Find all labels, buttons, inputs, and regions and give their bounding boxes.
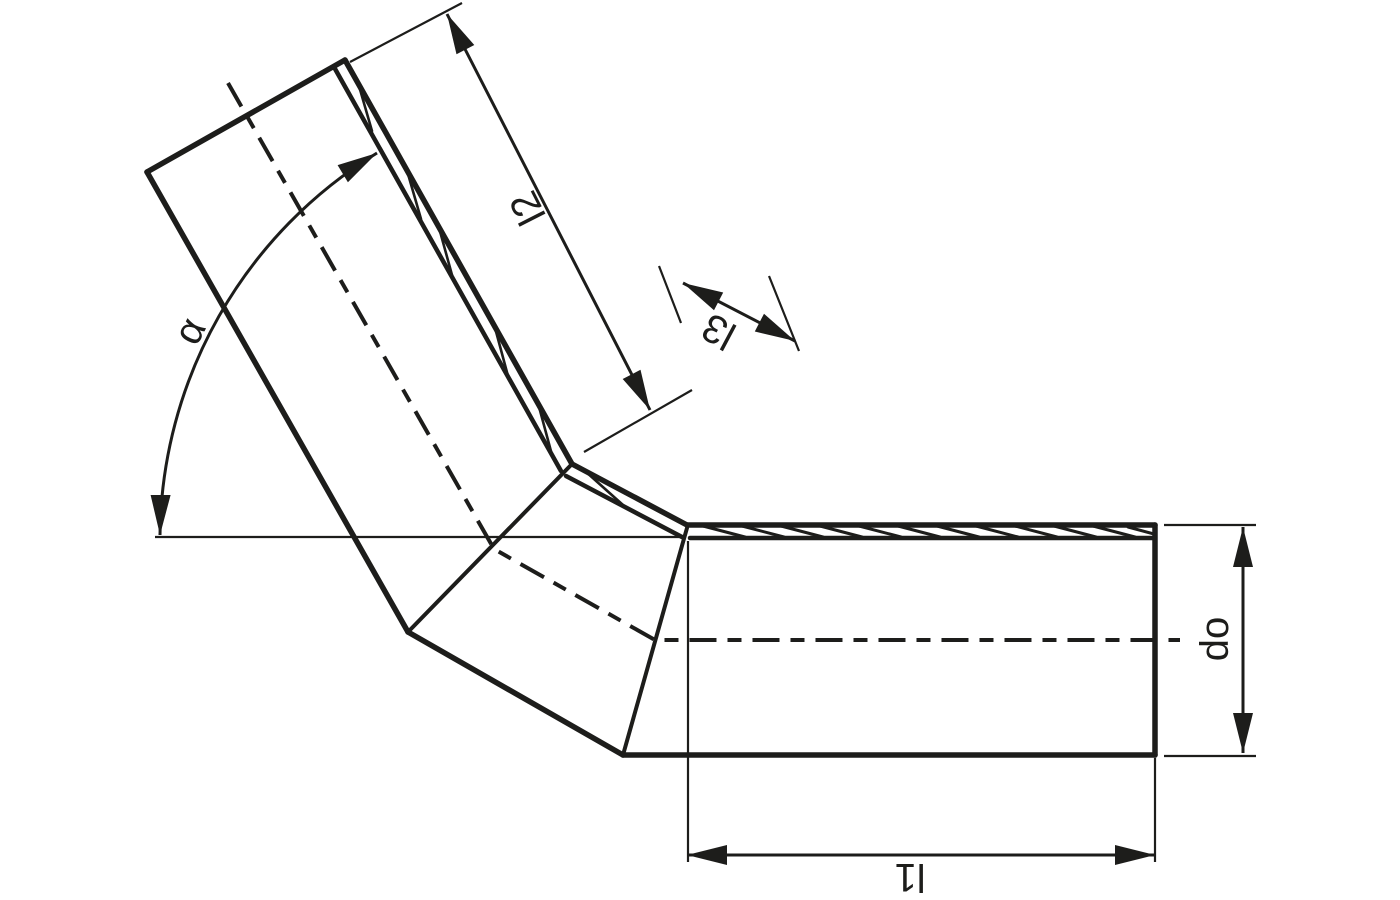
l3-right-arrow xyxy=(754,313,795,341)
angle-arc-bottom-arrow xyxy=(150,495,171,535)
do-bottom-arrow xyxy=(1233,713,1253,753)
pipe-outline xyxy=(144,57,1158,758)
angle-dimension-arc xyxy=(158,151,378,536)
dimension-arrowheads xyxy=(150,14,1253,865)
angle-label: α xyxy=(165,311,215,352)
l2-dimension-line xyxy=(445,13,652,411)
l1-label: l1 xyxy=(894,855,925,899)
extension-lines xyxy=(155,2,1256,862)
pipe-centerline xyxy=(226,82,1180,642)
miter-joint-2 xyxy=(621,526,689,757)
mid-segment-wall-inner-line xyxy=(563,473,685,540)
angled-wall-hatching xyxy=(355,77,625,507)
l3-right-extension-tick xyxy=(767,275,801,352)
do-label: do xyxy=(1193,617,1237,662)
angled-leg-outer-edge xyxy=(342,57,575,467)
l2-top-arrow xyxy=(447,14,475,55)
wall-section xyxy=(331,64,1158,541)
do-top-arrow xyxy=(1233,527,1253,567)
horizontal-wall-hatching xyxy=(701,524,1156,539)
dimension-lines xyxy=(158,13,1245,857)
angled-leg-inner-edge xyxy=(144,169,411,635)
l3-left-arrow xyxy=(683,283,724,311)
mid-segment-outer-edge xyxy=(569,461,690,528)
mid-segment-inner-edge xyxy=(405,629,626,758)
angled-leg-end-edge xyxy=(144,57,348,175)
angle-arc-top-arrow xyxy=(337,153,377,183)
l2-bottom-extension-line xyxy=(583,389,693,453)
l3-label: l3 xyxy=(695,304,743,357)
angled-leg-wall-inner-line xyxy=(331,64,564,474)
l3-left-extension-tick xyxy=(657,265,683,324)
l2-top-extension-line xyxy=(349,2,463,63)
l2-bottom-arrow xyxy=(622,369,650,410)
miter-joint-1 xyxy=(406,462,574,634)
l1-right-arrow xyxy=(1115,845,1155,865)
l1-left-arrow xyxy=(687,845,727,865)
l2-label: l2 xyxy=(501,184,554,232)
